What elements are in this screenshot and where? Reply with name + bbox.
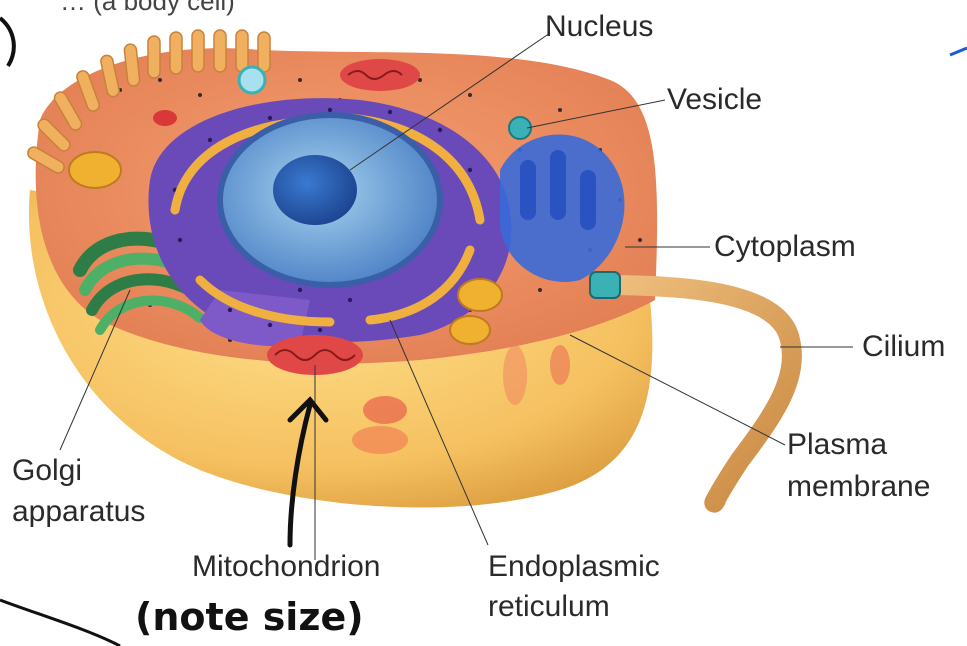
ink-stroke-left (0, 600, 120, 646)
ink-stroke-top-left (0, 18, 14, 66)
label-golgi-line1: Golgi (12, 454, 82, 488)
nucleus (220, 115, 440, 285)
label-er-line1: Endoplasmic (488, 550, 660, 584)
handwritten-note: (note size) (135, 595, 364, 639)
label-plasma-membrane-line2: membrane (787, 470, 930, 504)
label-mitochondrion: Mitochondrion (192, 550, 380, 584)
label-er-line2: reticulum (488, 590, 610, 624)
label-plasma-membrane-line1: Plasma (787, 428, 887, 462)
label-golgi-line2: apparatus (12, 495, 145, 529)
label-nucleus: Nucleus (545, 10, 653, 44)
ink-stroke-top-right (950, 48, 967, 55)
label-vesicle: Vesicle (667, 83, 762, 117)
label-cytoplasm: Cytoplasm (714, 230, 856, 264)
label-cilium: Cilium (862, 330, 945, 364)
